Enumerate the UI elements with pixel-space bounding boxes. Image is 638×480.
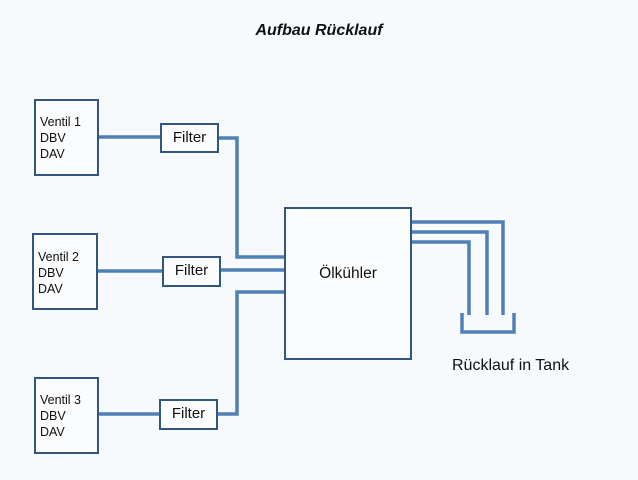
pipe-filter1-cooler bbox=[219, 136, 285, 259]
tank-label: Rücklauf in Tank bbox=[452, 357, 570, 374]
valve-3-name: Ventil 3 bbox=[40, 393, 82, 407]
valve-2-line-dbv: DBV bbox=[38, 266, 64, 280]
oil-cooler-box: Ölkühler bbox=[284, 207, 412, 360]
valve-2-box: Ventil 2 DBV DAV bbox=[32, 233, 98, 310]
valve-3-box: Ventil 3 DBV DAV bbox=[34, 377, 99, 454]
tank-symbol bbox=[460, 313, 516, 334]
pipe-return-1 bbox=[412, 220, 505, 315]
pipe-filter3-cooler bbox=[218, 290, 285, 416]
valve-1-name: Ventil 1 bbox=[40, 115, 82, 129]
valve-2-line-dav: DAV bbox=[38, 282, 63, 296]
valve-3-line-dav: DAV bbox=[40, 425, 65, 439]
pipe-return-2 bbox=[412, 230, 489, 315]
pipe-return-3 bbox=[412, 240, 471, 315]
valve-1-line-dav: DAV bbox=[40, 147, 65, 161]
filter-3-box: Filter bbox=[159, 399, 218, 430]
valve-3-line-dbv: DBV bbox=[40, 409, 66, 423]
valve-1-box: Ventil 1 DBV DAV bbox=[34, 99, 99, 176]
filter-2-box: Filter bbox=[162, 256, 221, 287]
valve-1-line-dbv: DBV bbox=[40, 131, 66, 145]
filter-1-box: Filter bbox=[160, 123, 219, 153]
diagram-title: Aufbau Rücklauf bbox=[255, 22, 383, 39]
valve-2-name: Ventil 2 bbox=[38, 250, 80, 264]
